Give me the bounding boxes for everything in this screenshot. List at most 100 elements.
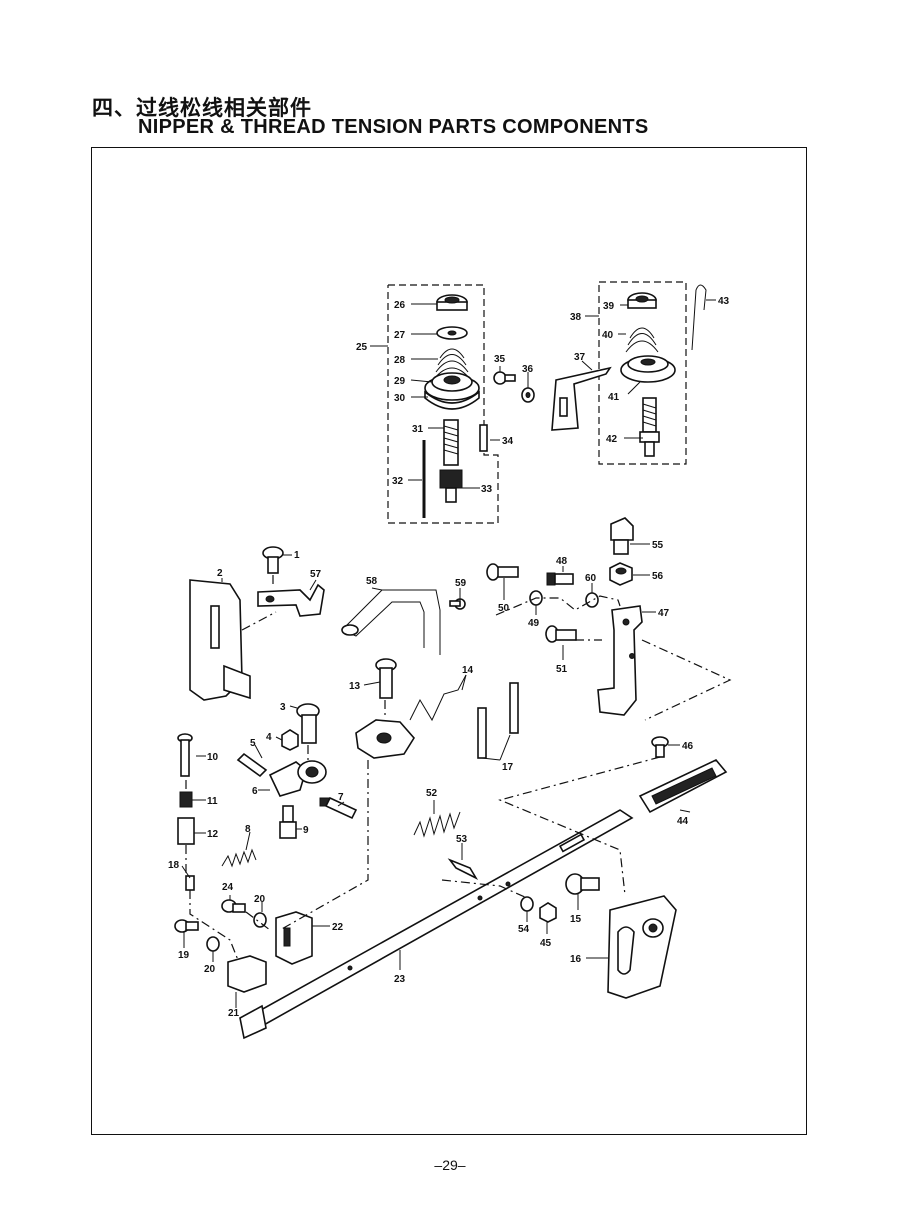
leader-lines bbox=[181, 299, 716, 1008]
callout-36: 36 bbox=[522, 364, 534, 375]
part-57-bracket bbox=[257, 583, 325, 617]
callout-35: 35 bbox=[494, 354, 506, 365]
callout-6: 6 bbox=[252, 786, 258, 797]
callout-47: 47 bbox=[658, 608, 670, 619]
callout-5: 5 bbox=[250, 738, 256, 749]
part-18-screw bbox=[185, 875, 195, 891]
callout-17: 17 bbox=[502, 762, 514, 773]
part-27-washer bbox=[436, 326, 468, 340]
part-45-nut bbox=[539, 902, 557, 923]
part-35-screw bbox=[493, 371, 516, 385]
part-22-bracket bbox=[275, 911, 313, 965]
part-31-stud bbox=[439, 419, 463, 503]
callout-8: 8 bbox=[245, 824, 251, 835]
part-7-pin bbox=[319, 796, 358, 820]
callout-13: 13 bbox=[349, 681, 361, 692]
callout-26: 26 bbox=[394, 300, 406, 311]
part-16-cam-plate bbox=[607, 895, 677, 999]
callout-11: 11 bbox=[207, 796, 218, 807]
callout-19: 19 bbox=[178, 950, 190, 961]
part-23-bar bbox=[239, 809, 634, 1040]
callout-52: 52 bbox=[426, 788, 438, 799]
part-48-screw bbox=[546, 572, 574, 586]
callout-45: 45 bbox=[540, 938, 552, 949]
part-5-pin bbox=[236, 752, 268, 778]
part-39-cap bbox=[627, 292, 657, 309]
callout-16: 16 bbox=[570, 954, 582, 965]
callout-labels: 26 27 25 28 29 30 31 32 33 34 35 36 37 3… bbox=[168, 296, 730, 1019]
part-8-spring bbox=[221, 848, 257, 868]
callout-9: 9 bbox=[303, 825, 309, 836]
part-51-screw bbox=[545, 625, 577, 643]
callout-41: 41 bbox=[608, 392, 620, 403]
part-37-bracket bbox=[551, 366, 612, 431]
part-20-washer-upper bbox=[253, 912, 267, 928]
callout-20-upper: 20 bbox=[254, 894, 266, 905]
part-52-spring bbox=[413, 811, 461, 838]
part-6-lever bbox=[268, 760, 327, 797]
callout-51: 51 bbox=[556, 664, 568, 675]
callout-3: 3 bbox=[280, 702, 286, 713]
tension-assembly-box-25 bbox=[387, 284, 499, 524]
callout-29: 29 bbox=[394, 376, 406, 387]
callout-32: 32 bbox=[392, 476, 404, 487]
callout-27: 27 bbox=[394, 330, 406, 341]
part-36-washer bbox=[521, 387, 535, 403]
callout-14: 14 bbox=[462, 665, 474, 676]
part-11-spring bbox=[179, 791, 193, 808]
callout-46: 46 bbox=[682, 741, 694, 752]
part-44-block bbox=[638, 759, 728, 814]
part-29-30-tension-disc bbox=[424, 372, 480, 410]
part-43-wire-guide bbox=[691, 284, 707, 351]
part-1-screw bbox=[262, 546, 284, 574]
callout-10: 10 bbox=[207, 752, 219, 763]
callout-21: 21 bbox=[228, 1008, 240, 1019]
callout-12: 12 bbox=[207, 829, 219, 840]
part-59-screw bbox=[449, 598, 466, 610]
callout-55: 55 bbox=[652, 540, 664, 551]
part-28-spring bbox=[433, 348, 471, 380]
callout-18: 18 bbox=[168, 860, 180, 871]
part-56-nut bbox=[609, 562, 633, 586]
assembly-lines bbox=[185, 575, 732, 961]
callout-59: 59 bbox=[455, 578, 467, 589]
callout-25: 25 bbox=[356, 342, 368, 353]
part-15-screw bbox=[565, 873, 600, 895]
callout-30: 30 bbox=[394, 393, 406, 404]
callout-23: 23 bbox=[394, 974, 406, 985]
callout-2: 2 bbox=[217, 568, 223, 579]
page-title-english: NIPPER & THREAD TENSION PARTS COMPONENTS bbox=[138, 116, 649, 138]
part-26-cap bbox=[436, 294, 468, 311]
page-title-chinese: 四、过线松线相关部件 bbox=[92, 96, 312, 120]
part-34-pin bbox=[479, 424, 488, 452]
callout-7: 7 bbox=[338, 792, 344, 803]
part-14-spring bbox=[409, 674, 467, 722]
callout-20-lower: 20 bbox=[204, 964, 216, 975]
callout-1: 1 bbox=[294, 550, 300, 561]
callout-22: 22 bbox=[332, 922, 344, 933]
callout-24: 24 bbox=[222, 882, 234, 893]
callout-15: 15 bbox=[570, 914, 582, 925]
callout-54: 54 bbox=[518, 924, 530, 935]
callout-44: 44 bbox=[677, 816, 689, 827]
part-13-screw bbox=[375, 658, 397, 699]
part-47-bracket bbox=[597, 605, 643, 716]
callout-38: 38 bbox=[570, 312, 582, 323]
callout-50: 50 bbox=[498, 603, 510, 614]
part-46-screw bbox=[651, 736, 669, 758]
callout-34: 34 bbox=[502, 436, 514, 447]
part-24-screw bbox=[221, 899, 246, 913]
callout-57: 57 bbox=[310, 569, 322, 580]
part-4-nut bbox=[281, 729, 299, 751]
callout-39: 39 bbox=[603, 301, 615, 312]
part-2-plate bbox=[189, 579, 251, 701]
part-17-pins bbox=[477, 682, 519, 759]
part-53-pin bbox=[447, 858, 479, 880]
callout-58: 58 bbox=[366, 576, 378, 587]
callout-4: 4 bbox=[266, 732, 272, 743]
callout-28: 28 bbox=[394, 355, 406, 366]
part-nipper-body bbox=[355, 719, 415, 759]
part-50-screw bbox=[486, 563, 519, 581]
callout-56: 56 bbox=[652, 571, 664, 582]
